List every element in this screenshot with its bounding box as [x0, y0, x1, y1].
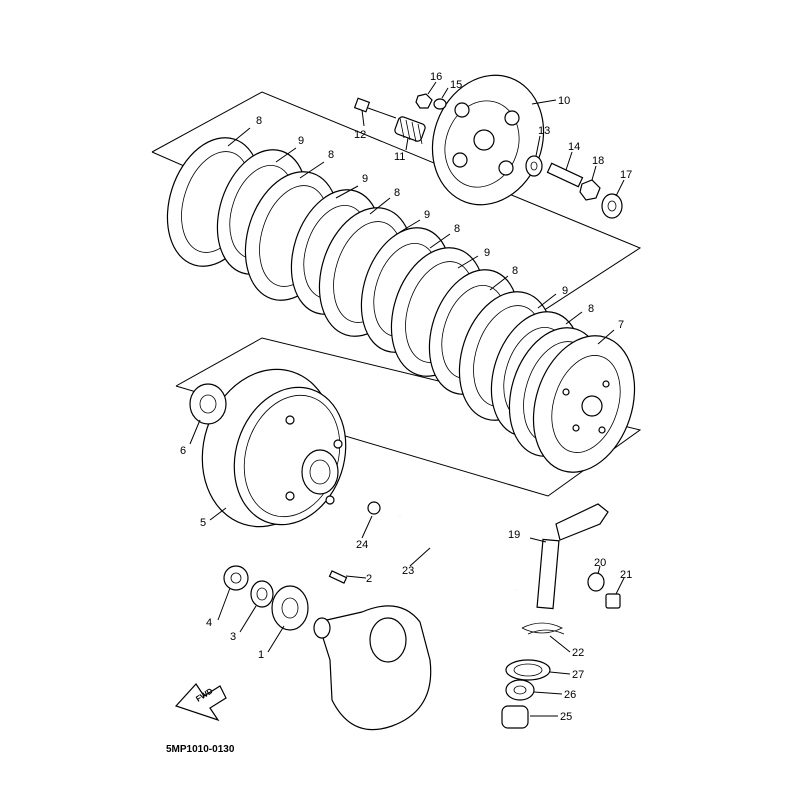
callout-9: 9 [362, 173, 368, 185]
callout-7: 7 [618, 319, 624, 331]
bearing-25 [501, 705, 529, 729]
crankshaft [313, 605, 432, 731]
callout-8: 8 [454, 223, 460, 235]
callout-9: 9 [484, 247, 490, 259]
callout-8: 8 [588, 303, 594, 315]
pressure-plate [431, 74, 545, 206]
nut-18 [579, 179, 601, 201]
washer-20 [587, 572, 605, 592]
bolt-21 [605, 593, 621, 609]
push-rod-23 [399, 514, 517, 592]
callout-8: 8 [394, 187, 400, 199]
diagram-code: 5MP1010-0130 [166, 744, 235, 755]
callout-27: 27 [572, 669, 584, 681]
washer-13 [525, 155, 543, 177]
callout-3: 3 [230, 631, 236, 643]
spring-22 [521, 622, 565, 635]
callout-8: 8 [512, 265, 518, 277]
lock-washer-3 [250, 580, 274, 608]
callout-13: 13 [538, 125, 550, 137]
ball-24 [367, 501, 381, 515]
thrust-washer [189, 383, 227, 425]
primary-drive-gear-1 [271, 585, 309, 631]
callout-5: 5 [200, 517, 206, 529]
nut-16 [415, 93, 433, 109]
nut-4 [223, 565, 249, 591]
callout-labels: 8 9 8 9 8 9 8 9 8 9 8 7 10 16 15 12 11 1… [180, 71, 632, 723]
hub-group-frame [175, 337, 642, 497]
push-lever-shaft [536, 503, 609, 610]
key-2 [328, 570, 348, 584]
callout-8: 8 [256, 115, 262, 127]
push-rod-14 [546, 162, 584, 188]
callout-26: 26 [564, 689, 576, 701]
callout-21: 21 [620, 569, 632, 581]
callout-6: 6 [180, 445, 186, 457]
fwd-arrow-icon: FWD [174, 683, 227, 722]
oil-seal-26 [505, 679, 535, 701]
callout-2: 2 [366, 573, 372, 585]
spring-bolt [353, 97, 397, 119]
callout-17: 17 [620, 169, 632, 181]
callout-12: 12 [354, 129, 366, 141]
callout-16: 16 [430, 71, 442, 83]
callout-4: 4 [206, 617, 212, 629]
callout-14: 14 [568, 141, 580, 153]
callout-9: 9 [562, 285, 568, 297]
callout-9: 9 [298, 135, 304, 147]
callout-23: 23 [402, 565, 414, 577]
callout-15: 15 [450, 79, 462, 91]
callout-1: 1 [258, 649, 264, 661]
callout-10: 10 [558, 95, 570, 107]
washer-17 [601, 193, 623, 219]
callout-25: 25 [560, 711, 572, 723]
clutch-spring [394, 116, 426, 145]
callout-24: 24 [356, 539, 368, 551]
callout-11: 11 [394, 151, 405, 163]
callout-22: 22 [572, 647, 584, 659]
washer-15 [433, 98, 447, 110]
callout-8: 8 [328, 149, 334, 161]
spring-27 [505, 659, 551, 681]
callout-19: 19 [508, 529, 520, 541]
callout-18: 18 [592, 155, 604, 167]
clutch-housing [201, 368, 347, 528]
leader-lines [189, 81, 625, 717]
callout-20: 20 [594, 557, 606, 569]
callout-9: 9 [424, 209, 430, 221]
